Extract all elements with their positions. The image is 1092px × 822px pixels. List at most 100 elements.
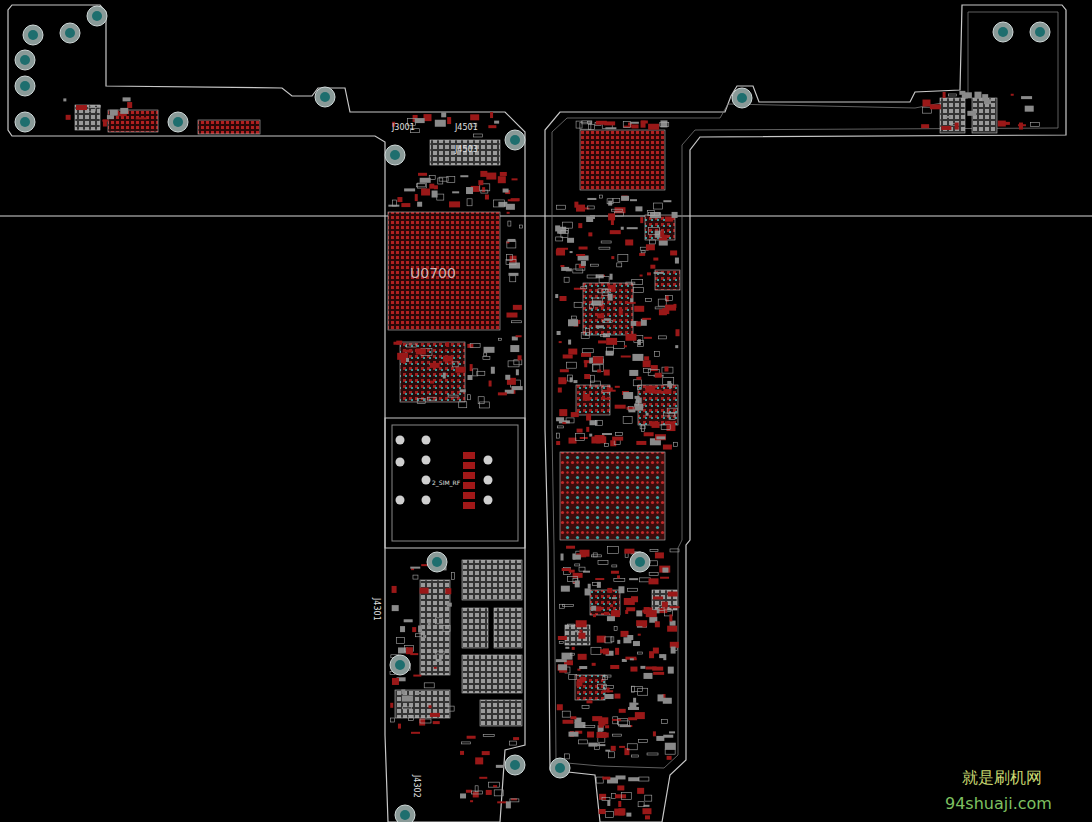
pcb-feature [463, 482, 475, 489]
pcb-feature [463, 492, 475, 499]
pcb-feature [466, 790, 472, 793]
pcb-feature [578, 223, 582, 228]
pcb-feature [1021, 96, 1032, 99]
pcb-feature [588, 743, 597, 747]
pcb-feature [665, 305, 676, 311]
pcb-feature [76, 105, 87, 110]
pcb-feature [506, 260, 516, 265]
pcb-feature [638, 385, 678, 425]
pcb-feature [430, 363, 440, 368]
pcb-feature [618, 719, 628, 725]
pcb-feature [922, 100, 930, 107]
pcb-feature [390, 655, 410, 675]
pcb-feature [580, 550, 590, 557]
pcb-feature [432, 557, 442, 567]
pcb-feature [407, 344, 417, 347]
pcb-feature [420, 588, 429, 594]
pcb-feature [20, 117, 30, 127]
pcb-feature [512, 178, 518, 180]
pcb-feature [491, 367, 495, 374]
pcb-feature [484, 456, 493, 465]
pcb-feature [635, 703, 638, 705]
pcb-feature [614, 626, 617, 630]
pcb-feature [478, 180, 483, 185]
pcb-feature [168, 112, 188, 132]
pcb-feature [670, 549, 679, 552]
pcb-feature [653, 672, 664, 675]
pcb-feature [575, 564, 580, 566]
pcb-feature [575, 675, 605, 700]
pcb-feature [636, 321, 641, 326]
pcb-feature [1035, 27, 1045, 37]
pcb-feature [618, 586, 624, 593]
watermark: 94shuaji.com [945, 796, 1052, 812]
pcb-feature [503, 189, 509, 193]
pcb-feature [638, 339, 641, 345]
pcb-feature [649, 573, 658, 576]
pcb-feature [611, 256, 614, 259]
pcb-feature [617, 263, 622, 267]
pcb-feature [430, 381, 434, 384]
pcb-feature [63, 98, 66, 101]
pcb-feature [631, 686, 642, 691]
pcb-feature [91, 106, 101, 108]
pcb-feature [416, 692, 422, 694]
pcb-feature [565, 647, 569, 649]
pcb-feature [597, 313, 604, 318]
pcb-feature [396, 436, 405, 445]
pcb-feature [628, 409, 635, 412]
pcb-feature [604, 612, 609, 615]
pcb-feature [511, 198, 520, 201]
pcb-feature [557, 248, 568, 250]
pcb-feature [598, 340, 606, 343]
pcb-feature [395, 805, 415, 822]
pcb-feature [653, 596, 663, 599]
pcb-feature [637, 788, 644, 794]
pcb-feature [599, 794, 606, 800]
pcb-feature [401, 689, 405, 694]
pcb-feature [561, 230, 568, 237]
pcb-feature [390, 703, 393, 708]
pcb-feature [955, 123, 959, 130]
pcb-feature [23, 25, 43, 45]
pcb-feature [558, 664, 567, 670]
pcb-feature [470, 800, 473, 802]
pcb-feature [625, 239, 633, 245]
pcb-feature [632, 354, 643, 361]
part-name: J4503 [455, 146, 478, 154]
pcb-feature [557, 704, 563, 710]
pcb-feature [616, 433, 623, 436]
pcb-feature [573, 269, 583, 273]
pcb-feature [612, 565, 617, 567]
pcb-feature [641, 251, 645, 253]
pcb-feature [635, 712, 645, 719]
pcb-feature [618, 254, 628, 261]
pcb-feature [628, 777, 639, 781]
pcb-feature [556, 441, 560, 445]
pcb-feature [432, 191, 438, 198]
pcb-feature [610, 230, 621, 234]
pcb-feature [415, 118, 425, 123]
pcb-feature [640, 275, 643, 277]
pcb-feature [390, 150, 400, 160]
pcb-feature [626, 607, 635, 611]
pcb-feature [518, 355, 522, 360]
pcb-feature [576, 620, 587, 627]
pcb-feature [510, 741, 517, 745]
pcb-feature [599, 277, 609, 283]
pcb-feature [424, 683, 434, 688]
pcb-feature [652, 390, 662, 394]
pcb-feature [675, 258, 679, 264]
pcb-feature [596, 325, 604, 328]
pcb-feature [610, 604, 613, 607]
pcb-feature [570, 251, 573, 253]
pcb-feature [20, 81, 30, 91]
pcb-feature [513, 737, 519, 740]
pcb-feature [640, 666, 645, 669]
pcb-feature [732, 88, 752, 108]
pcb-feature [665, 743, 676, 750]
pcb-feature [579, 740, 588, 744]
pcb-feature [597, 369, 601, 372]
pcb-feature [550, 758, 570, 778]
pcb-feature [395, 805, 415, 822]
